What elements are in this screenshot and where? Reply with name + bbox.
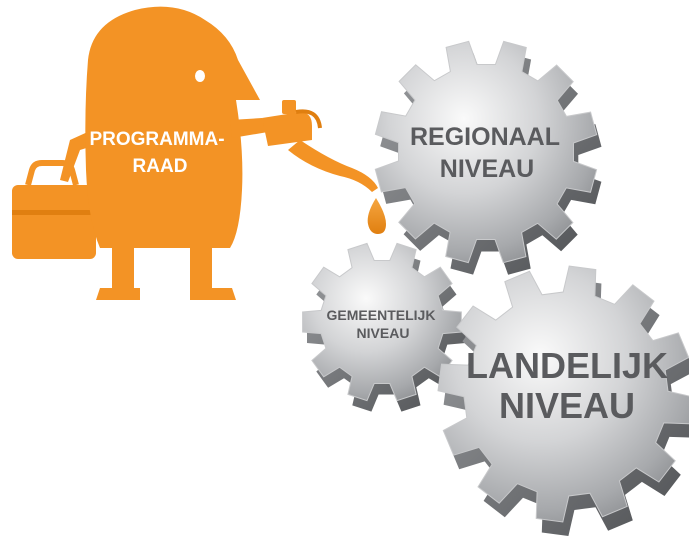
character-label-line2: RAAD [133, 156, 188, 177]
character-label-line1: PROGRAMMA- [89, 129, 224, 150]
gear-landelijk-label-line2: NIVEAU [499, 385, 635, 426]
gear-gemeentelijk-label-line2: NIVEAU [357, 325, 410, 341]
gear-landelijk: LANDELIJK NIVEAU [466, 345, 668, 426]
gear-regionaal-shape [374, 40, 602, 275]
gear-gemeentelijk-label-line1: GEMEENTELIJK [327, 307, 436, 323]
gear-gemeentelijk: GEMEENTELIJK NIVEAU [327, 307, 436, 341]
oil-drop-icon [367, 198, 386, 234]
programmaraad-character: PROGRAMMA- RAAD [12, 6, 386, 300]
gear-landelijk-label-line1: LANDELIJK [466, 345, 668, 386]
gear-regionaal-label-line1: REGIONAAL [410, 123, 560, 151]
oil-can-icon [262, 100, 378, 192]
gear-landelijk-shape [437, 265, 689, 536]
gear-regionaal-label-line2: NIVEAU [440, 155, 534, 183]
gear-regionaal: REGIONAAL NIVEAU [410, 123, 560, 183]
briefcase-icon [12, 160, 96, 259]
gear-layer [302, 40, 689, 536]
gear-gemeentelijk-shape [302, 242, 466, 412]
eye-icon [195, 70, 205, 82]
